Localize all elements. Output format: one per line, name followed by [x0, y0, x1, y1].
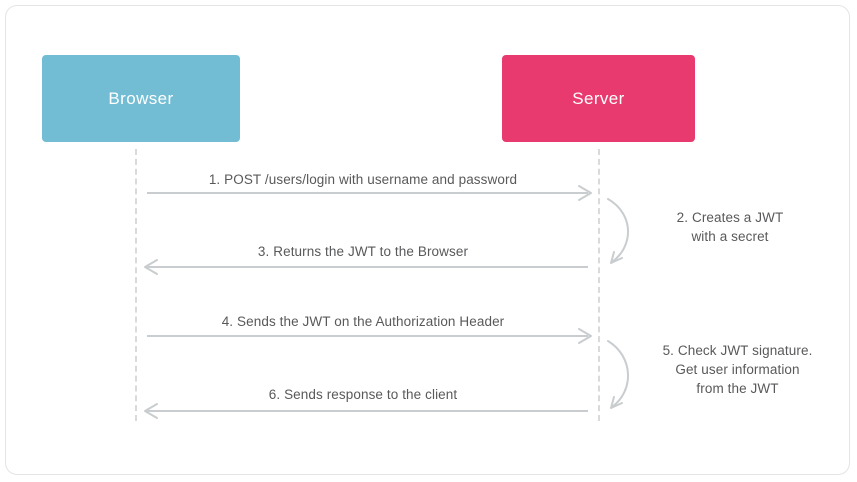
actor-label-browser: Browser [108, 88, 174, 108]
self-note-5-line-1: 5. Check JWT signature. [662, 343, 813, 358]
message-label-4: 4. Sends the JWT on the Authorization He… [221, 314, 505, 329]
actor-box-server: Server [502, 55, 695, 142]
self-note-5-line-2: Get user information [675, 362, 800, 377]
message-label-3: 3. Returns the JWT to the Browser [257, 244, 469, 259]
message-label-6: 6. Sends response to the client [268, 387, 458, 402]
actor-label-server: Server [572, 88, 625, 108]
self-note-5-line-3: from the JWT [696, 381, 779, 396]
self-note-2-line-2: with a secret [691, 229, 769, 244]
message-label-1: 1. POST /users/login with username and p… [208, 172, 518, 187]
self-note-2: 2. Creates a JWT with a secret [640, 208, 820, 246]
actor-box-browser: Browser [42, 55, 240, 142]
lifeline-server [598, 149, 600, 421]
self-note-5: 5. Check JWT signature. Get user informa… [645, 341, 830, 398]
self-note-2-line-1: 2. Creates a JWT [676, 210, 784, 225]
lifeline-browser [135, 149, 137, 421]
